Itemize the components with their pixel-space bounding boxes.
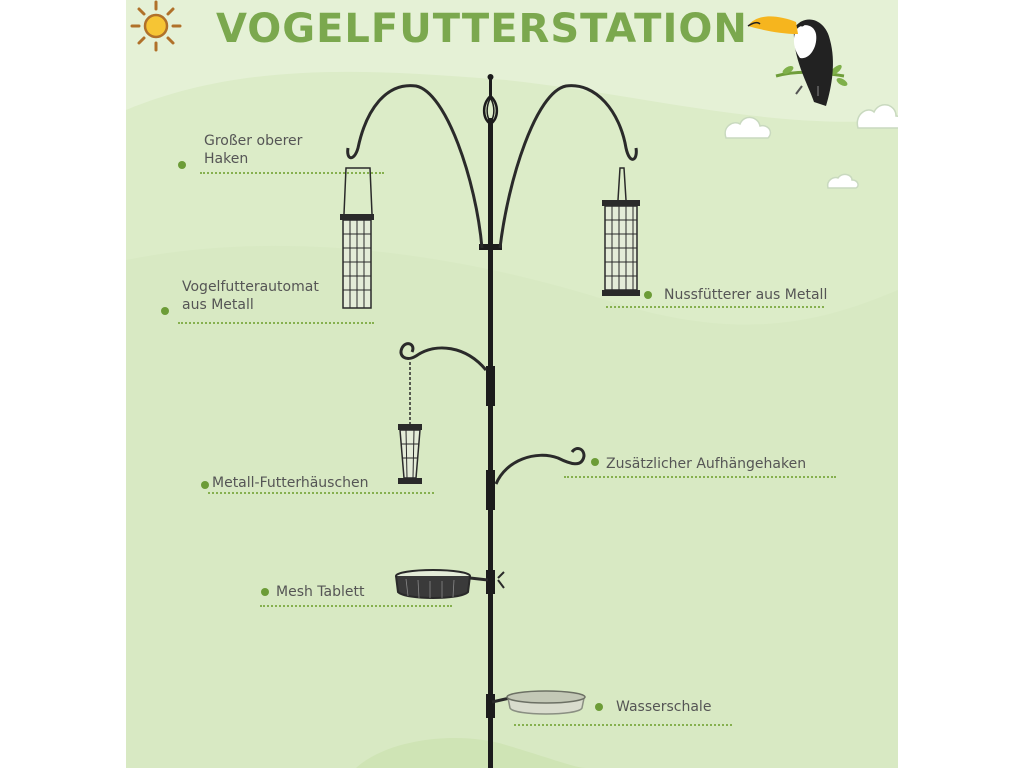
label-dot xyxy=(178,161,186,169)
nut-feeder-right xyxy=(602,167,640,296)
toucan-icon xyxy=(747,16,848,107)
extra-hook xyxy=(494,447,586,485)
label-underline xyxy=(260,605,452,607)
label-dot xyxy=(591,458,599,466)
label-underline xyxy=(208,492,434,494)
water-bowl xyxy=(491,690,586,715)
sun-icon xyxy=(130,0,182,52)
background-wave-middle xyxy=(126,245,898,768)
label-house: Metall-Futterhäuschen xyxy=(212,475,369,491)
label-feeder-auto-line2: aus Metall xyxy=(182,297,254,313)
label-mesh-tray: Mesh Tablett xyxy=(276,584,365,600)
label-underline xyxy=(564,476,836,478)
label-dot xyxy=(201,481,209,489)
label-underline xyxy=(606,306,824,308)
label-top-hook: Großer oberer Haken xyxy=(204,132,302,168)
label-feeder-auto-line1: Vogelfutterautomat xyxy=(182,279,319,295)
background-wave-top xyxy=(126,0,898,122)
label-water-bowl: Wasserschale xyxy=(616,699,712,715)
top-hook-right xyxy=(498,84,638,249)
label-extra-hook: Zusätzlicher Aufhängehaken xyxy=(606,456,807,472)
label-underline xyxy=(178,322,374,324)
label-top-hook-line1: Großer oberer xyxy=(204,133,303,149)
illustration xyxy=(126,0,898,768)
label-dot xyxy=(161,307,169,315)
label-nut-feeder: Nussfütterer aus Metall xyxy=(664,287,828,303)
label-underline xyxy=(514,724,732,726)
background-wave-bottom xyxy=(356,738,586,768)
label-underline xyxy=(200,172,384,174)
lantern-feeder xyxy=(398,362,422,484)
middle-hook xyxy=(399,342,488,371)
product-panel: VOGELFUTTERSTATION Großer oberer Haken V… xyxy=(126,0,898,768)
label-dot xyxy=(644,291,652,299)
cloud-icon xyxy=(724,104,898,189)
label-top-hook-line2: Haken xyxy=(204,151,249,167)
tube-feeder-left xyxy=(340,167,374,309)
label-feeder-auto: Vogelfutterautomat aus Metall xyxy=(182,278,319,314)
top-hook-left xyxy=(346,84,484,249)
label-dot xyxy=(595,703,603,711)
page-title: VOGELFUTTERSTATION xyxy=(216,6,748,52)
label-dot xyxy=(261,588,269,596)
mesh-tray xyxy=(395,569,505,599)
feeding-pole xyxy=(479,74,502,768)
